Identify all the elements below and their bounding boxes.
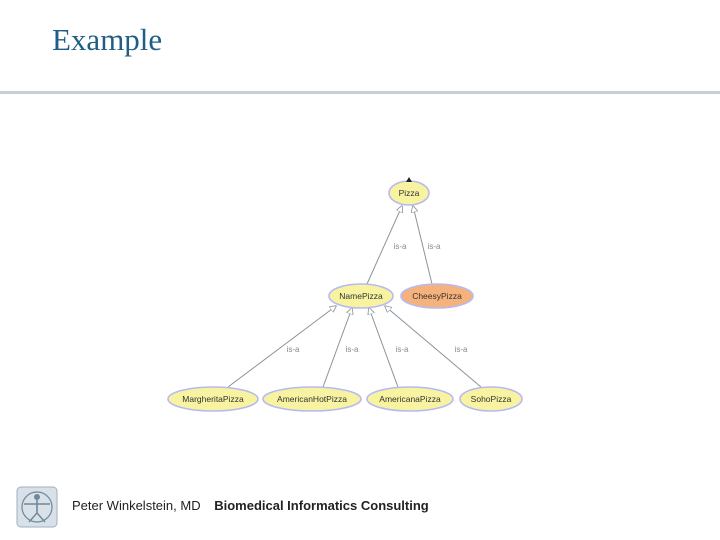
vitruvian-man-logo-icon xyxy=(16,486,58,528)
expand-triangle-icon[interactable] xyxy=(406,177,412,182)
node-shape xyxy=(400,283,474,309)
node-namepizza[interactable]: NamePizza xyxy=(328,283,394,309)
edge-label: is-a xyxy=(287,345,300,354)
node-margherita[interactable]: MargheritaPizza xyxy=(167,386,259,412)
edge-soho-to-namepizza xyxy=(385,306,482,388)
edge-cheesypizza-to-pizza xyxy=(413,206,433,285)
node-shape xyxy=(262,386,362,412)
edge-label: is-a xyxy=(428,242,441,251)
edge-label: is-a xyxy=(394,242,407,251)
node-americanhot[interactable]: AmericanHotPizza xyxy=(262,386,362,412)
node-shape xyxy=(167,386,259,412)
node-shape xyxy=(328,283,394,309)
node-shape xyxy=(459,386,523,412)
node-americana[interactable]: AmericanaPizza xyxy=(366,386,454,412)
edge-label: is-a xyxy=(346,345,359,354)
edge-americana-to-namepizza xyxy=(369,308,399,388)
node-label: AmericanHotPizza xyxy=(277,394,347,404)
edge-margherita-to-namepizza xyxy=(227,306,336,388)
edge-label: is-a xyxy=(396,345,409,354)
footer-author: Peter Winkelstein, MD xyxy=(72,498,201,513)
node-label: SohoPizza xyxy=(471,394,512,404)
footer-organization: Biomedical Informatics Consulting xyxy=(214,498,429,513)
slide-title: Example xyxy=(52,22,163,57)
edge-label: is-a xyxy=(455,345,468,354)
node-label: NamePizza xyxy=(339,291,383,301)
edge-namepizza-to-pizza xyxy=(366,206,402,285)
edge-americanhot-to-namepizza xyxy=(322,308,352,388)
node-label: Pizza xyxy=(399,188,420,198)
node-shape xyxy=(366,386,454,412)
node-label: AmericanaPizza xyxy=(379,394,441,404)
footer: Peter Winkelstein, MD Biomedical Informa… xyxy=(72,498,429,513)
node-label: MargheritaPizza xyxy=(182,394,244,404)
node-cheesypizza[interactable]: CheesyPizza xyxy=(400,283,474,309)
node-pizza[interactable]: Pizza xyxy=(388,180,430,206)
title-divider xyxy=(0,91,720,94)
node-soho[interactable]: SohoPizza xyxy=(459,386,523,412)
node-label: CheesyPizza xyxy=(412,291,462,301)
